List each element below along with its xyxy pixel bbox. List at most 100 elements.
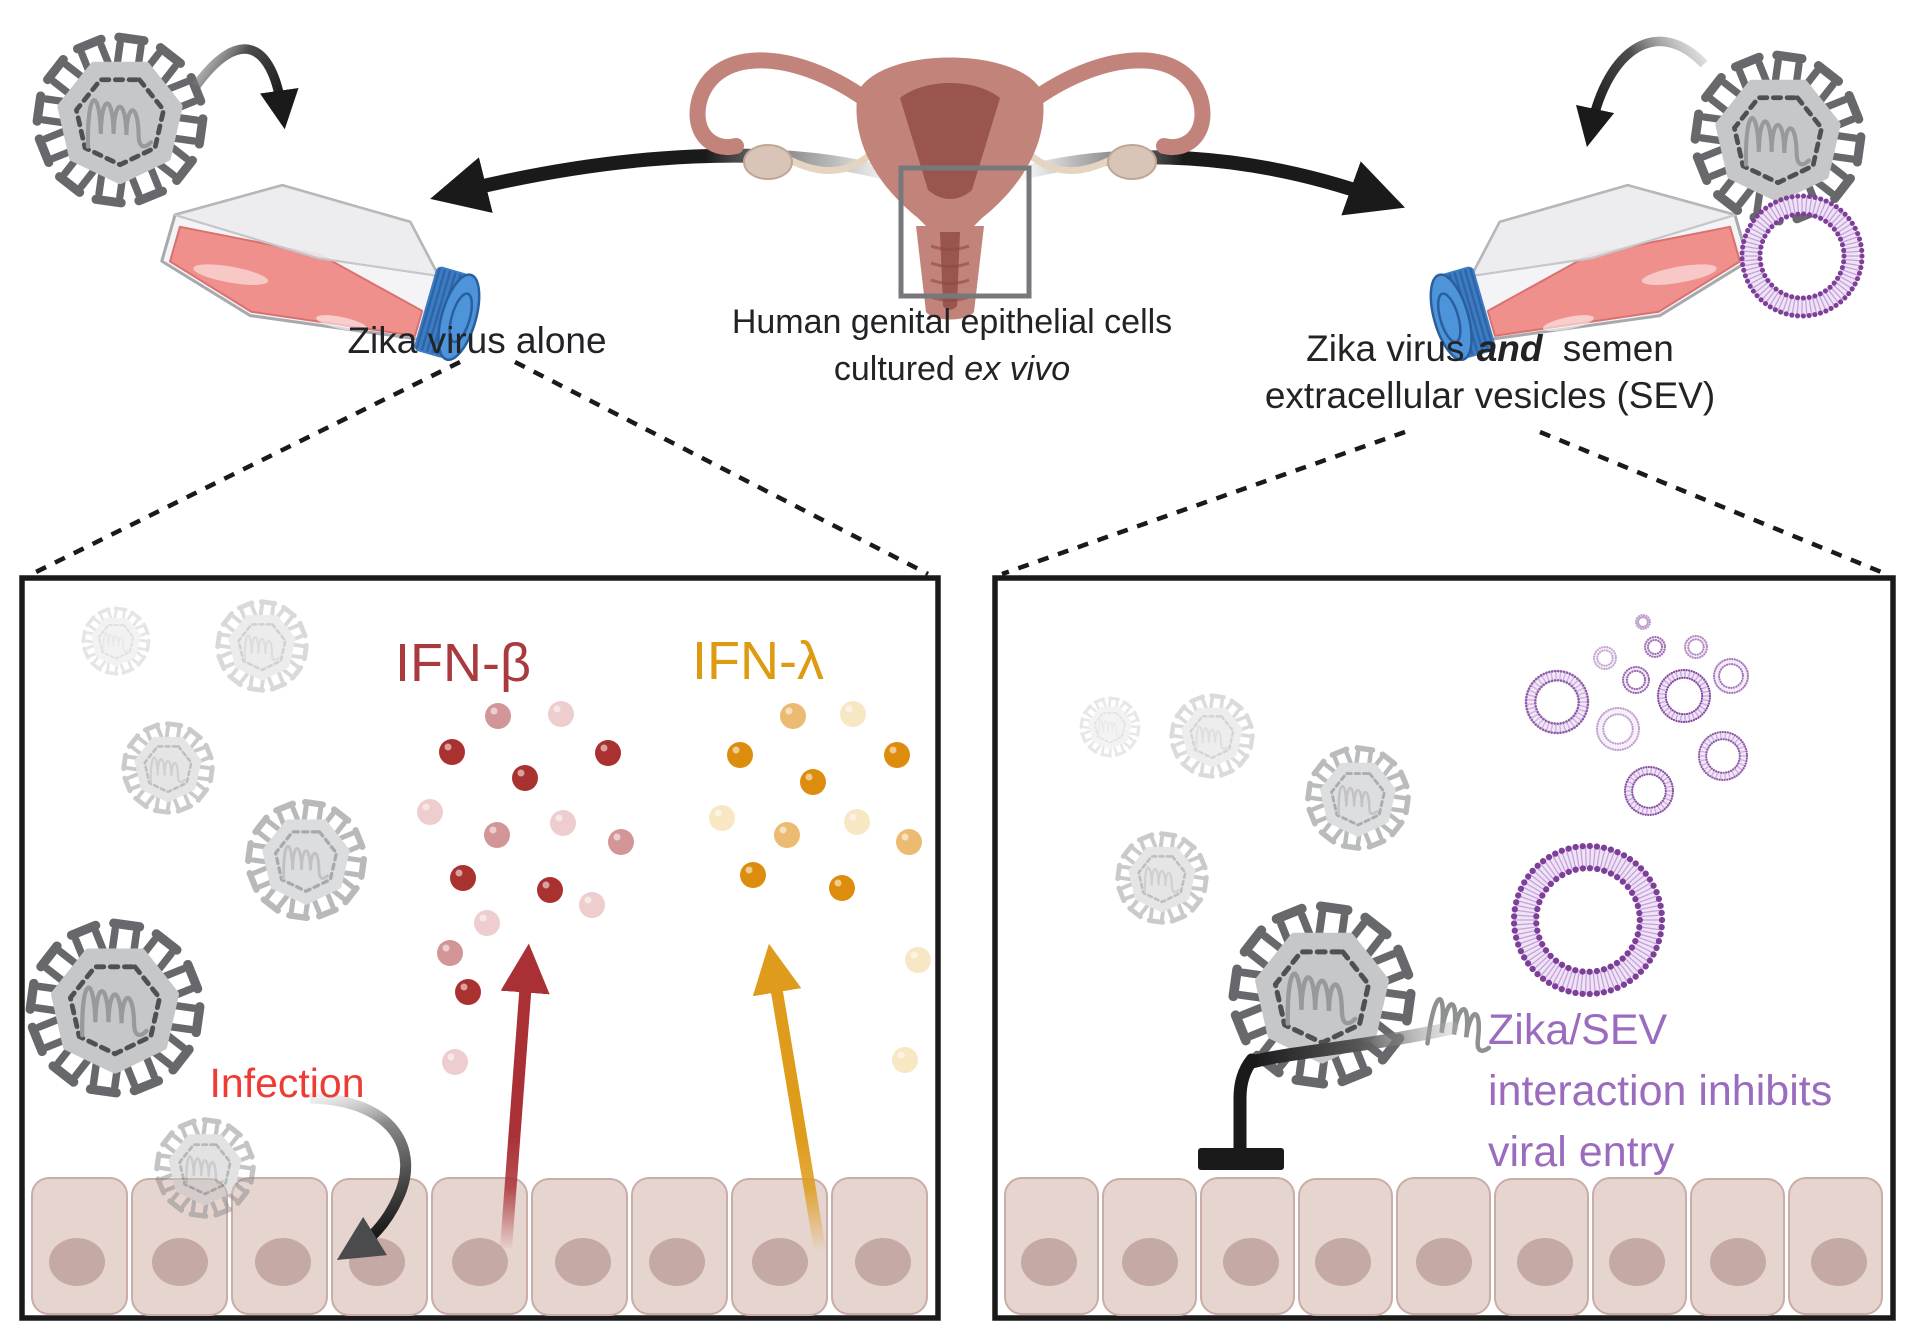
ifn-lambda-dot [840,701,866,727]
flask-cap [1429,266,1496,361]
cell-nucleus [1416,1238,1472,1286]
ifn-lambda-dot [800,769,826,795]
dashed-connector [1539,429,1887,577]
right-panel-content [1004,613,1883,1316]
rna-squiggle [80,985,149,1038]
inoculate-arrow-left [192,44,299,130]
flask-right-icon [1429,183,1750,361]
sev-vesicle-icon [1683,634,1709,660]
cell-nucleus [1122,1238,1178,1286]
sev-vesicle-icon [1634,613,1652,631]
ifn-beta-dot [439,739,465,765]
ifn-lambda-dot [709,805,735,831]
ifn-beta-dot [484,822,510,848]
epithelial-cell [1690,1178,1785,1316]
cell-nucleus [555,1238,611,1286]
rna-squiggle [102,632,130,653]
rna-squiggle [1285,971,1358,1026]
sev-vesicle-icon [1510,842,1666,998]
label-zika-sev-line2: extracellular vesicles (SEV) [1264,375,1716,416]
inhibition-line [1245,1021,1459,1069]
epithelial-cell [531,1178,628,1316]
sev-vesicle-icon [1712,657,1750,695]
right-cond-part1: Zika virus [1306,328,1465,369]
epithelial-cell [331,1178,428,1316]
transfer-arrow-right [1010,150,1406,216]
zika-virion-icon [154,1117,256,1219]
ifn-lambda-dot [844,809,870,835]
cell-nucleus [152,1238,208,1286]
flask-cap [414,266,481,361]
ifn-beta-dot [474,910,500,936]
rna-squiggle [1425,997,1492,1053]
ifn-beta-dot [537,877,563,903]
ifn-beta-dot [548,701,574,727]
interaction-line1: Zika/SEV [1488,1006,1668,1054]
rna-squiggle [185,1155,225,1185]
epithelial-cell [831,1177,928,1315]
ifn-beta-dot [442,1049,468,1075]
epithelial-cell [31,1177,128,1315]
epithelial-cell [1788,1177,1883,1315]
rna-squiggle [1143,866,1180,894]
zika-virion-icon [25,918,205,1098]
ifn-beta-dot [512,765,538,791]
rna-squiggle [149,756,186,784]
epithelial-cell [1200,1177,1295,1315]
rna-squiggle [1337,784,1378,816]
ifn-lambda-dot [884,742,910,768]
zika-virion-icon [81,606,151,676]
ifn-lambda-dot [892,1047,918,1073]
epithelial-cell [231,1177,328,1315]
right-cond-and: and [1476,328,1543,369]
cell-nucleus [1609,1238,1665,1286]
zika-virion-icon [215,599,309,693]
epithelial-cell [731,1178,828,1316]
epithelial-cell [1298,1178,1393,1316]
cell-nucleus [649,1238,705,1286]
sev-vesicle-icon [1656,668,1712,724]
label-infection: Infection [209,1060,365,1106]
ifn-beta-dot [550,810,576,836]
ifn-beta-dot [595,740,621,766]
label-zika-sev-line1: Zika virus and semen [1306,328,1674,370]
zika-virion-icon [1305,745,1411,851]
label-ifn-lambda: IFN-λ [692,631,824,691]
epithelial-cell [1494,1178,1589,1316]
flask-left-icon [160,183,481,361]
zika-virion-icon [1228,901,1416,1089]
right-cond-part2: semen [1562,328,1674,369]
label-zika-sev-interaction: Zika/SEV interaction inhibits viral entr… [1488,1000,1832,1183]
label-center-caption-line2: cultured ex vivo [834,350,1070,389]
uterus-illustration [689,52,1211,320]
sev-vesicle-icon [1697,730,1749,782]
zika-virion-icon [1690,50,1866,226]
epithelial-cell [1004,1177,1099,1315]
infection-arrow [309,1092,412,1260]
cell-nucleus [1517,1238,1573,1286]
epithelial-cell [631,1177,728,1315]
epithelial-cell [1102,1178,1197,1316]
zika-virion-icon [32,32,208,208]
ifn-lambda-dot [780,703,806,729]
cell-nucleus [855,1238,911,1286]
cell-nucleus [1710,1238,1766,1286]
ifn-beta-dot [450,865,476,891]
zika-virion-icon [245,799,367,921]
sev-vesicle-icon [1621,665,1651,695]
inhibition-line [1233,1053,1259,1157]
ifn-lambda-dot [905,947,931,973]
dashed-connector [1001,429,1406,577]
label-ifn-beta: IFN-β [394,633,532,693]
zika-virion-icon [1169,693,1255,779]
zika-virion-icon [121,721,215,815]
sev-vesicle-icon [1623,765,1675,817]
rna-squiggle [1195,725,1229,751]
ifn-beta-dot [455,979,481,1005]
caption-cultured: cultured [833,350,955,388]
cell-nucleus [752,1238,808,1286]
dashed-connector [513,359,930,577]
ifn-lambda-dot [740,862,766,888]
